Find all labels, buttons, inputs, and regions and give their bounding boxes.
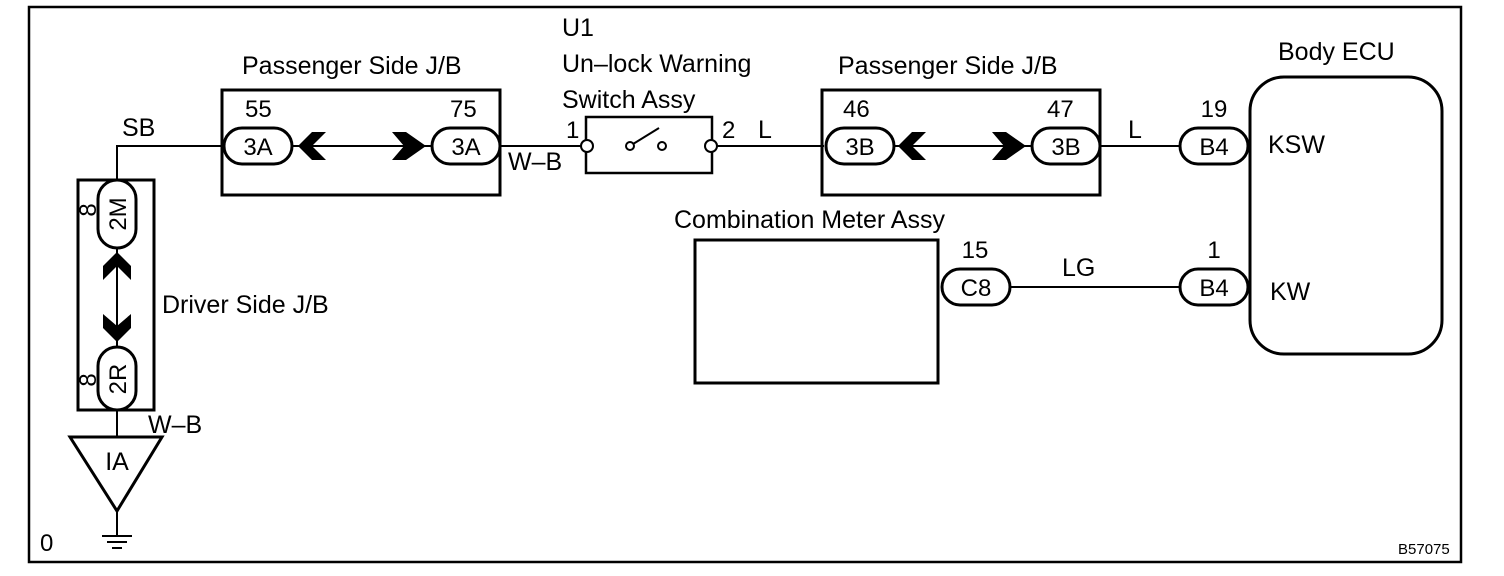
figure-id: B57075 (1398, 541, 1450, 558)
wire-sb (116, 145, 222, 180)
switch-name-line2: Switch Assy (562, 86, 696, 114)
connector-3b-left-label: 3B (845, 134, 874, 161)
connector-arrow-right-icon (392, 132, 426, 160)
wire-label-sb: SB (122, 114, 155, 142)
wire-label-wb-bottom: W–B (148, 411, 202, 439)
body-ecu-ksw-pin: 19 (1201, 96, 1228, 123)
connector-arrow-left-icon (298, 132, 326, 160)
combination-meter-title: Combination Meter Assy (674, 206, 945, 234)
connector-3b-right-label: 3B (1051, 134, 1080, 161)
switch-pin-1: 1 (566, 117, 579, 144)
connector-3a-left-label: 3A (243, 134, 272, 161)
wire-label-wb-top: W–B (508, 148, 562, 176)
connector-b4-kw (1178, 267, 1250, 307)
connector-2m-label: 2M (105, 197, 132, 230)
connector-3a-right (430, 126, 502, 166)
wire-label-lg: LG (1062, 254, 1095, 282)
ground-label: IA (105, 448, 129, 476)
connector-arrow-down-icon (103, 314, 131, 342)
switch-contact-b-icon (657, 141, 667, 151)
switch-terminal-2-icon (704, 139, 718, 153)
connector-2m-pin: 8 (75, 203, 102, 216)
connector-arrow-up-icon (103, 252, 131, 280)
passenger-jb-right-pin-47: 47 (1047, 96, 1074, 123)
connector-arrow-right-icon-2 (992, 132, 1026, 160)
passenger-jb-left-title: Passenger Side J/B (242, 52, 462, 80)
connector-c8 (940, 267, 1012, 307)
body-ecu: Body ECU 19 B4 KSW 1 B4 KW (1178, 38, 1444, 356)
combination-meter: Combination Meter Assy 15 C8 (674, 206, 1012, 385)
connector-3b-left (824, 126, 896, 166)
connector-3a-left (222, 126, 294, 166)
connector-2r-pin: 8 (75, 373, 102, 386)
body-ecu-ksw-terminal: KSW (1268, 131, 1325, 159)
connector-2r (96, 345, 138, 412)
switch-contact-a-icon (625, 141, 635, 151)
switch-blade-icon (632, 127, 660, 145)
passenger-jb-right-pin-46: 46 (843, 96, 870, 123)
switch-box (584, 115, 714, 175)
passenger-jb-right-title: Passenger Side J/B (838, 52, 1058, 80)
ground-icon (102, 535, 132, 549)
connector-b4-ksw-label: B4 (1199, 134, 1228, 161)
connector-2m (96, 178, 138, 250)
connector-2r-label: 2R (105, 364, 132, 395)
switch-pin-2: 2 (722, 117, 735, 144)
switch-terminal-1-icon (580, 139, 594, 153)
wire-label-l-ecu: L (1128, 116, 1142, 144)
switch-name-line1: Un–lock Warning (562, 50, 751, 78)
connector-b4-ksw (1178, 126, 1250, 166)
combination-meter-box (693, 238, 940, 385)
ground-triangle (67, 435, 165, 514)
driver-jb: Driver Side J/B 2M 8 2R 8 (75, 178, 329, 412)
diagram-frame (27, 5, 1463, 564)
passenger-jb-left-pin-75: 75 (450, 96, 477, 123)
body-ecu-kw-pin: 1 (1207, 237, 1220, 264)
connector-c8-label: C8 (961, 275, 992, 302)
ground-point: IA (67, 435, 165, 549)
body-ecu-kw-terminal: KW (1270, 278, 1311, 306)
body-ecu-title: Body ECU (1278, 38, 1395, 66)
passenger-jb-left-pin-55: 55 (245, 96, 272, 123)
passenger-jb-right: Passenger Side J/B 46 3B 47 3B (820, 52, 1102, 197)
passenger-jb-left: Passenger Side J/B 55 3A 75 3A (220, 52, 502, 197)
page-mark: 0 (40, 530, 53, 557)
unlock-warning-switch: U1 Un–lock Warning Switch Assy 1 2 (562, 14, 751, 175)
connector-arrow-left-icon-2 (898, 132, 926, 160)
connector-3b-right (1030, 126, 1102, 166)
wires (116, 145, 1180, 535)
connector-3a-right-label: 3A (451, 134, 480, 161)
switch-code: U1 (562, 14, 594, 42)
wire-label-l-switch: L (758, 116, 772, 144)
body-ecu-box (1248, 75, 1444, 356)
combination-meter-pin: 15 (962, 237, 989, 264)
driver-jb-title: Driver Side J/B (162, 291, 329, 319)
connector-b4-kw-label: B4 (1199, 275, 1228, 302)
